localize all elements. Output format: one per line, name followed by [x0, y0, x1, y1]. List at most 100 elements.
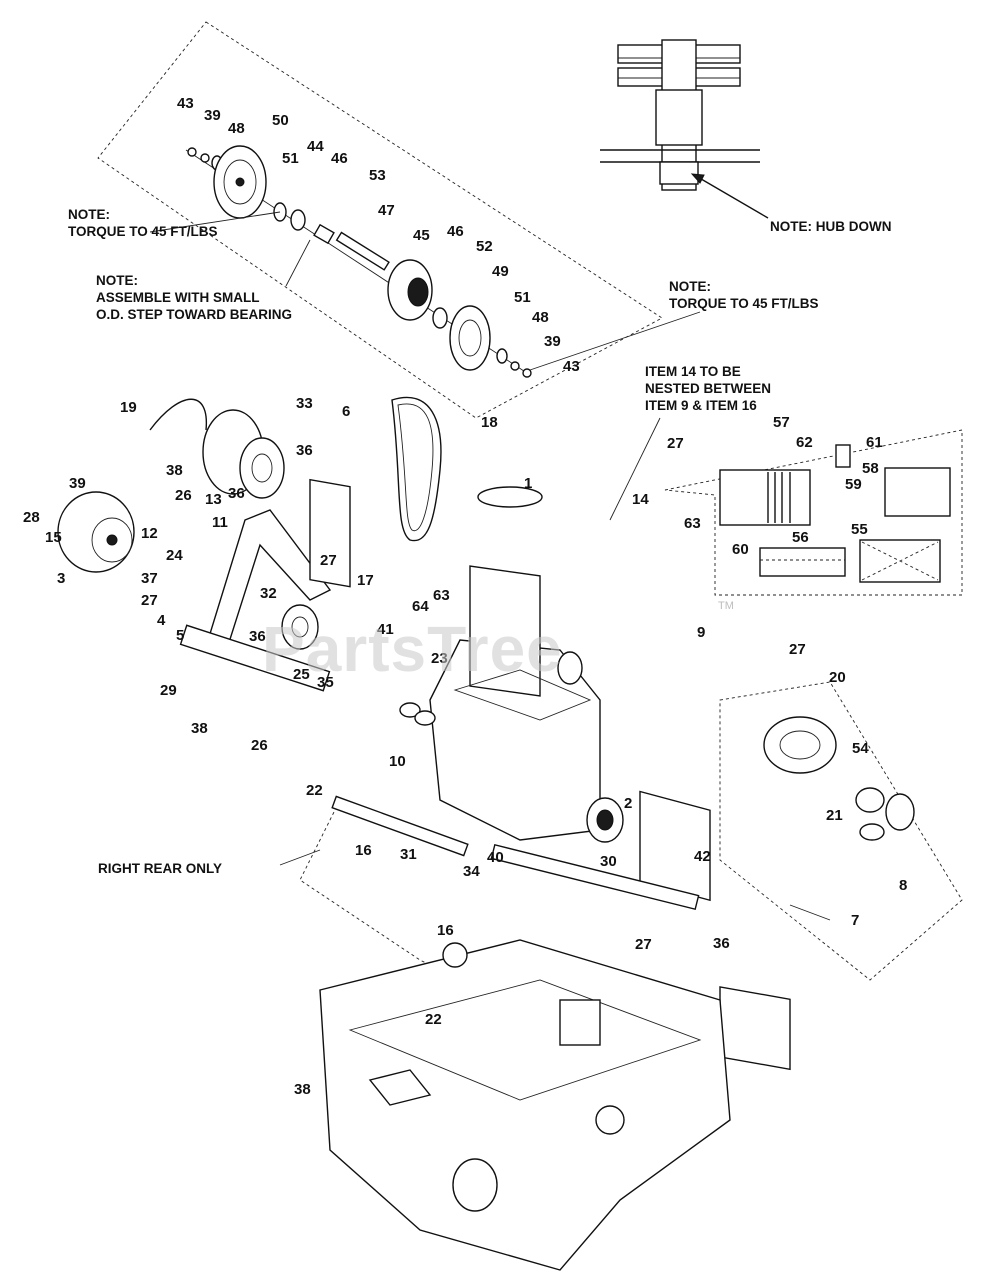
bracket-1	[469, 565, 541, 697]
note-heading: NOTE:	[68, 207, 110, 222]
belt-19	[149, 398, 208, 431]
note-text: ASSEMBLE WITH SMALL	[96, 290, 260, 305]
callout: 39	[69, 475, 86, 492]
spindle-assembly	[185, 145, 532, 378]
pulley-49	[449, 305, 491, 371]
callout: 61	[866, 434, 883, 451]
clutch-3	[57, 491, 135, 573]
air-filter-outline	[664, 429, 963, 596]
note-text: ITEM 14 TO BE	[645, 364, 741, 379]
rear-outline	[299, 799, 581, 1041]
bracket-5	[204, 509, 332, 656]
assemble-note: NOTE: ASSEMBLE WITH SMALL O.D. STEP TOWA…	[96, 272, 292, 323]
callout: 33	[296, 395, 313, 412]
callout: 48	[228, 120, 245, 137]
callout: 3	[57, 570, 65, 587]
callout: 30	[600, 853, 617, 870]
hub-down-note: NOTE: HUB DOWN	[770, 219, 892, 234]
callout: 37	[141, 570, 158, 587]
callout: 28	[23, 509, 40, 526]
callout: 39	[204, 107, 221, 124]
callout: 13	[205, 491, 222, 508]
note-heading: NOTE:	[669, 279, 711, 294]
callout: 44	[307, 138, 324, 155]
callout: 59	[845, 476, 862, 493]
main-frame	[319, 939, 731, 1271]
callout: 20	[829, 669, 846, 686]
callout: 62	[796, 434, 813, 451]
callout: 49	[492, 263, 509, 280]
note-text: O.D. STEP TOWARD BEARING	[96, 307, 293, 322]
trademark-mark: TM	[718, 600, 734, 612]
callout: 29	[160, 682, 177, 699]
callout: 42	[694, 848, 711, 865]
callout: 36	[713, 935, 730, 952]
callout: 39	[544, 333, 561, 350]
filter-56	[759, 547, 846, 577]
callout: 45	[413, 227, 430, 244]
rails	[331, 795, 700, 911]
callout: 27	[667, 435, 684, 452]
callout: 21	[826, 807, 843, 824]
callout: 25	[293, 666, 310, 683]
callout: 46	[447, 223, 464, 240]
callout: 41	[377, 621, 394, 638]
air-cleaner-20	[763, 716, 837, 774]
callout: 22	[306, 782, 323, 799]
leader-lines	[149, 211, 831, 921]
callout: 14	[632, 491, 649, 508]
callout: 27	[320, 552, 337, 569]
callout: 8	[899, 877, 907, 894]
callout: 11	[212, 514, 228, 531]
note-text: ITEM 9 & ITEM 16	[645, 398, 757, 413]
callout: 54	[852, 740, 869, 757]
callout: 35	[317, 674, 334, 691]
callout: 23	[431, 650, 448, 667]
callout: 7	[851, 912, 859, 929]
callout: 46	[331, 150, 348, 167]
callout: 27	[635, 936, 652, 953]
callout: 18	[481, 414, 498, 431]
callout: 38	[166, 462, 183, 479]
torque-note-right: NOTE: TORQUE TO 45 FT/LBS	[669, 278, 819, 312]
engine-block	[399, 486, 711, 902]
callout: 48	[532, 309, 549, 326]
note-text: NESTED BETWEEN	[645, 381, 772, 396]
callout: 57	[773, 414, 790, 431]
callout: 51	[282, 150, 299, 167]
callout: 16	[437, 922, 454, 939]
belt-18	[391, 396, 442, 542]
callout: 56	[792, 529, 809, 546]
item14-note: ITEM 14 TO BE NESTED BETWEEN ITEM 9 & IT…	[645, 363, 771, 414]
callout: 58	[862, 460, 879, 477]
plate-7	[719, 986, 791, 1071]
note-text: TORQUE TO 45 FT/LBS	[68, 224, 218, 239]
callout: 27	[141, 592, 158, 609]
callout: 63	[684, 515, 701, 532]
callout: 36	[228, 485, 245, 502]
note-text: TORQUE TO 45 FT/LBS	[669, 296, 819, 311]
callout: 6	[342, 403, 350, 420]
callout: 4	[157, 612, 166, 629]
callout: 50	[272, 112, 289, 129]
partstree-watermark: PartsTree	[262, 613, 563, 685]
callout: 53	[369, 167, 386, 184]
callout: 27	[789, 641, 806, 658]
callout: 22	[425, 1011, 442, 1028]
callout: 60	[732, 541, 749, 558]
callout: 51	[514, 289, 531, 306]
callout: 19	[120, 399, 137, 416]
shield-6	[309, 478, 351, 588]
note-heading: NOTE:	[96, 273, 138, 288]
callout: 10	[389, 753, 406, 770]
idler-assembly	[57, 409, 351, 692]
callout: 24	[166, 547, 183, 564]
callout: 34	[463, 863, 480, 880]
callout: 52	[476, 238, 493, 255]
callout: 26	[175, 487, 192, 504]
torque-note-left: NOTE: TORQUE TO 45 FT/LBS	[68, 206, 218, 240]
hub-detail-inset	[600, 39, 769, 219]
callout: 63	[433, 587, 450, 604]
air-cleaner-assembly	[719, 716, 915, 1071]
